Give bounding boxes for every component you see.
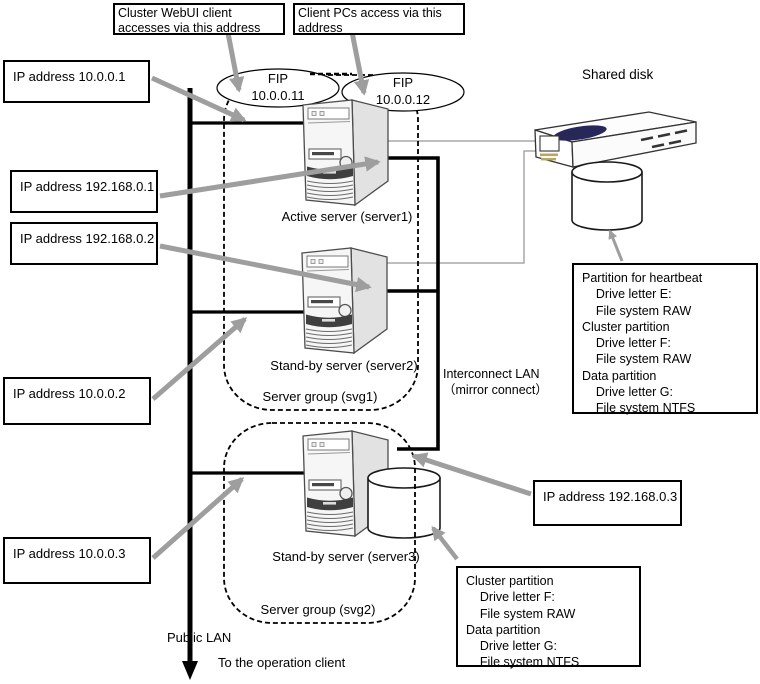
server2-tower-icon	[301, 247, 388, 354]
partition-line: Cluster partition	[582, 319, 670, 334]
arrow-clients-to-fip2-icon	[349, 31, 370, 96]
pointer-arrows	[150, 31, 624, 561]
server3-label: Stand-by server (server3)	[272, 549, 420, 564]
partition-line: File system RAW	[466, 606, 576, 621]
shared-disk-cylinder-icon	[571, 161, 643, 231]
partition-line: Drive letter G:	[582, 384, 673, 399]
server2-shared-disk-line	[385, 150, 537, 264]
ip-box-10-0-0-1: IP address 10.0.0.1	[3, 60, 150, 103]
operation-client-label: To the operation client	[218, 655, 346, 670]
interconnect-lan-line1: Interconnect LAN	[443, 367, 540, 381]
partition-line: Drive letter G:	[466, 639, 557, 653]
partition-line: File system RAW	[582, 303, 692, 318]
arrow-ip-10-0-0-2-icon	[151, 317, 248, 401]
interconnect-lan-line	[388, 156, 440, 451]
partition-line: Drive letter E:	[582, 287, 672, 302]
fip2-ellipse	[341, 72, 465, 112]
public-lan-arrow-icon	[182, 661, 198, 680]
partition-line: File system NTFS	[466, 655, 580, 670]
fip1-ellipse	[216, 68, 340, 108]
ip-box-192-168-0-3: IP address 192.168.0.3	[533, 480, 682, 526]
server3-partitions-box: Cluster partition Drive letter F: File s…	[456, 566, 641, 670]
fip1-name: FIP	[267, 71, 289, 86]
arrow-ip-192-168-0-1-icon	[159, 156, 381, 199]
shared-disk-unit-icon	[534, 111, 697, 168]
interconnect-lan-label: Interconnect LAN （mirror connect）	[443, 366, 548, 399]
shared-disk-label: Shared disk	[582, 67, 654, 82]
shared-disk-partitions-box: Partition for heartbeat Drive letter E: …	[572, 263, 758, 415]
server-group-svg1-label: Server group (svg1)	[262, 389, 378, 404]
arrow-partitions-to-shared-cylinder-icon	[608, 229, 624, 262]
ip-box-10-0-0-2: IP address 10.0.0.2	[3, 377, 151, 425]
fip1-label: FIP 10.0.0.11	[217, 71, 339, 105]
arrow-partitions-to-server3-cylinder-icon	[431, 526, 459, 561]
fip2-label: FIP 10.0.0.12	[342, 75, 464, 109]
server-group-svg2-label: Server group (svg2)	[260, 602, 376, 617]
partition-line: Partition for heartbeat	[582, 271, 703, 285]
partition-line: File system RAW	[582, 352, 692, 367]
interconnect-lan-line2: （mirror connect）	[443, 383, 548, 398]
server1-tower-icon	[302, 99, 389, 206]
server3-cylinder-icon	[367, 467, 441, 539]
ip-box-10-0-0-3: IP address 10.0.0.3	[3, 537, 151, 584]
arrow-ip-192-168-0-3-icon	[411, 452, 532, 497]
partition-line: Data partition	[582, 368, 657, 383]
arrow-ip1-icon	[150, 75, 247, 123]
server2-label: Stand-by server (server2)	[270, 358, 418, 373]
server1-label: Active server (server1)	[281, 209, 413, 224]
arrow-ip-10-0-0-3-icon	[151, 477, 245, 560]
fip2-name: FIP	[392, 75, 414, 90]
partition-line: Cluster partition	[466, 574, 554, 588]
fip2-address: 10.0.0.12	[375, 91, 431, 107]
partition-line: Drive letter F:	[582, 336, 671, 350]
partition-line: Data partition	[466, 622, 541, 637]
arrow-webui-to-fip1-icon	[225, 32, 245, 93]
partition-line: Drive letter F:	[466, 590, 555, 605]
partition-line: File system NTFS	[582, 401, 696, 415]
ip-box-192-168-0-1: IP address 192.168.0.1	[10, 170, 158, 213]
arrow-ip-192-168-0-2-icon	[159, 243, 372, 293]
ip-box-192-168-0-2: IP address 192.168.0.2	[10, 222, 158, 265]
fip1-address: 10.0.0.11	[251, 87, 305, 103]
public-lan-label: Public LAN	[167, 630, 232, 645]
callout-client-pcs: Client PCs access via this address	[293, 3, 465, 35]
callout-cluster-webui: Cluster WebUI client accesses via this a…	[113, 3, 285, 35]
